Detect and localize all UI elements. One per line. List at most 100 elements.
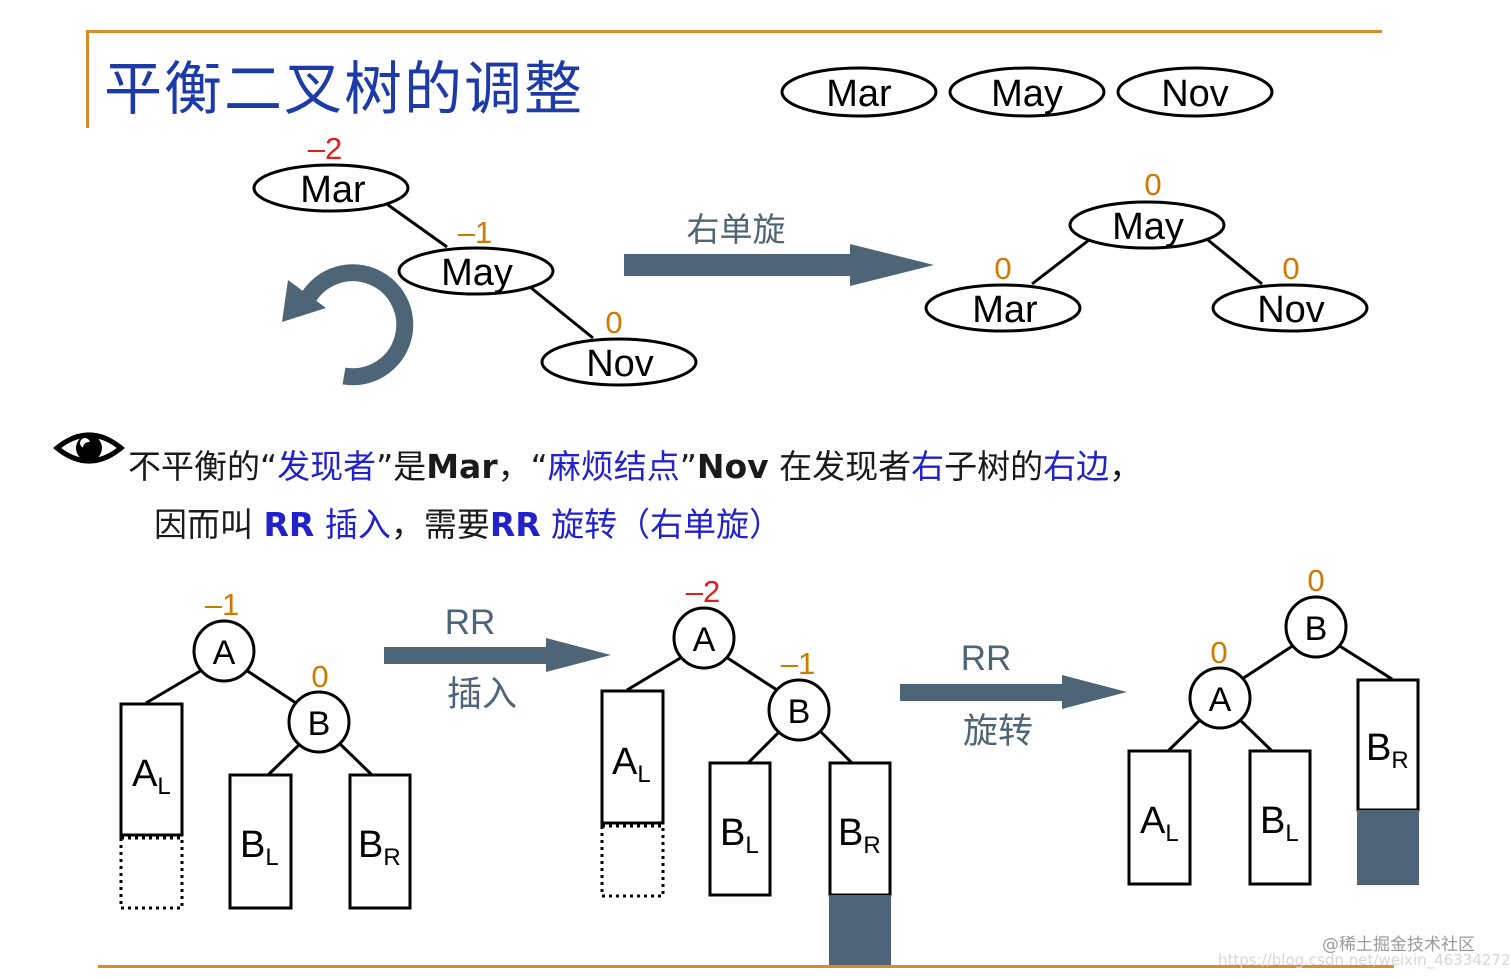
tree2-nov-balance: 0 bbox=[1282, 251, 1299, 286]
rr-insert-arrow bbox=[384, 638, 611, 672]
rr-rotate-label-2: 旋转 bbox=[963, 712, 1033, 751]
exp-finder: 发现者 bbox=[277, 447, 377, 486]
d3-node-a: A bbox=[1188, 666, 1252, 730]
explanation-line-2: 因而叫 RR 插入，需要RR 旋转（右单旋） bbox=[154, 498, 782, 546]
d2-subtree-al bbox=[600, 689, 665, 825]
sequence-nov: Nov bbox=[1116, 66, 1274, 118]
d2-node-b: B bbox=[767, 678, 831, 742]
d1-a-label: A bbox=[213, 634, 236, 672]
edge-may-nov-right bbox=[1207, 238, 1263, 286]
tree2-may-balance: 0 bbox=[1144, 167, 1161, 202]
tree1-mar-balance: –2 bbox=[308, 131, 342, 166]
right-rotation-label: 右单旋 bbox=[687, 211, 786, 248]
tree1-node-may: May bbox=[397, 246, 555, 296]
sequence-nov-label: Nov bbox=[1161, 73, 1229, 115]
tree1-node-mar: Mar bbox=[252, 163, 410, 213]
sequence-mar: Mar bbox=[780, 66, 938, 118]
exp-trouble-node: 麻烦结点 bbox=[547, 447, 680, 486]
edge-may-mar bbox=[1031, 238, 1090, 286]
tree1-node-nov: Nov bbox=[540, 337, 698, 387]
d1-node-b: B bbox=[287, 690, 351, 754]
edge-mar-may bbox=[383, 200, 448, 249]
d2-subtree-br bbox=[828, 761, 892, 897]
exp-line2-b: 插入 bbox=[314, 505, 391, 544]
d3-inserted-node-block bbox=[1357, 810, 1419, 885]
exp-text-6: 子树的 bbox=[944, 447, 1044, 486]
d1-bl-label: BL bbox=[240, 824, 279, 871]
tree2-mar-balance: 0 bbox=[994, 251, 1011, 286]
exp-line2-a: 因而叫 bbox=[154, 505, 264, 544]
d1-subtree-al-placeholder bbox=[119, 836, 184, 910]
d2-subtree-al-placeholder bbox=[600, 824, 665, 898]
d3-b-balance: 0 bbox=[1307, 563, 1324, 598]
tree2-node-mar: Mar bbox=[924, 283, 1082, 333]
tree2-nov-label: Nov bbox=[1257, 289, 1325, 331]
exp-text-5: 在发现者 bbox=[768, 447, 912, 486]
rr-rotate-arrow bbox=[900, 675, 1127, 709]
d3-bl-label: BL bbox=[1260, 800, 1299, 847]
page-title: 平衡二叉树的调整 bbox=[104, 55, 585, 123]
d1-b-balance: 0 bbox=[311, 659, 328, 694]
exp-text-3: ，“ bbox=[497, 447, 548, 486]
rr-insert-label-2: 插入 bbox=[447, 675, 517, 714]
exp-text-1: 不平衡的“ bbox=[128, 447, 278, 486]
d3-a-label: A bbox=[1209, 681, 1232, 719]
explanation-line-1: 不平衡的“发现者”是Mar，“麻烦结点”Nov 在发现者右子树的右边， bbox=[128, 440, 1142, 488]
bottom-rule bbox=[98, 965, 1394, 968]
tree2-may-label: May bbox=[1112, 206, 1184, 248]
d1-subtree-al bbox=[119, 702, 184, 837]
sequence-may: May bbox=[948, 66, 1106, 118]
eye-icon bbox=[53, 432, 125, 464]
tree2-node-nov: Nov bbox=[1211, 283, 1369, 333]
exp-text-7: ， bbox=[1109, 447, 1143, 486]
tree1-may-balance: –1 bbox=[458, 215, 492, 250]
d3-br-label: BR bbox=[1366, 727, 1409, 774]
left-rule bbox=[86, 30, 89, 128]
d2-br-label: BR bbox=[838, 812, 881, 859]
d1-b-label: B bbox=[308, 705, 331, 743]
d1-subtree-br bbox=[348, 773, 412, 910]
exp-text-4: ” bbox=[679, 447, 697, 486]
d3-subtree-bl bbox=[1248, 749, 1312, 886]
tree2-mar-label: Mar bbox=[972, 289, 1038, 331]
d2-inserted-node-block bbox=[829, 895, 891, 968]
top-rule bbox=[86, 30, 1382, 33]
tree1-nov-label: Nov bbox=[586, 343, 654, 385]
d3-b-label: B bbox=[1305, 610, 1328, 648]
d3-al-label: AL bbox=[1140, 800, 1179, 847]
d2-subtree-bl bbox=[708, 761, 772, 897]
exp-rr-1: RR bbox=[263, 505, 315, 544]
rr-rotate-label-1: RR bbox=[961, 639, 1012, 678]
d1-br-label: BR bbox=[358, 824, 401, 871]
exp-rr-2: RR bbox=[489, 505, 541, 544]
exp-line2-c: ，需要 bbox=[390, 505, 490, 544]
d1-subtree-bl bbox=[228, 773, 293, 910]
exp-right-2: 右边 bbox=[1043, 447, 1110, 486]
d1-a-balance: –1 bbox=[205, 587, 239, 622]
d1-node-a: A bbox=[192, 619, 256, 683]
d2-a-label: A bbox=[693, 621, 716, 659]
watermark: @稀土掘金技术社区 bbox=[1322, 935, 1475, 955]
watermark-url: https://blog.csdn.net/weixin_46334272 bbox=[1218, 951, 1511, 969]
exp-line2-d: 旋转（右单旋） bbox=[540, 505, 783, 544]
exp-mar: Mar bbox=[426, 447, 498, 486]
d2-bl-label: BL bbox=[720, 812, 759, 859]
rotate-arrow-icon bbox=[282, 264, 414, 386]
d2-al-label: AL bbox=[612, 741, 651, 788]
d2-node-a: A bbox=[672, 606, 736, 670]
sequence-mar-label: Mar bbox=[826, 73, 892, 115]
d2-a-balance: –2 bbox=[686, 574, 720, 609]
edge-may-nov bbox=[529, 285, 594, 340]
d1-al-label: AL bbox=[132, 753, 171, 800]
exp-right-1: 右 bbox=[911, 447, 945, 486]
tree1-mar-label: Mar bbox=[300, 169, 366, 211]
rr-insert-label-1: RR bbox=[445, 603, 496, 642]
exp-text-2: ”是 bbox=[376, 447, 427, 486]
d3-subtree-br bbox=[1356, 678, 1420, 812]
d2-b-label: B bbox=[788, 693, 811, 731]
d3-node-b: B bbox=[1284, 595, 1348, 659]
exp-nov: Nov bbox=[696, 447, 769, 486]
d3-subtree-al bbox=[1127, 749, 1192, 886]
sequence-may-label: May bbox=[991, 73, 1063, 115]
d3-a-balance: 0 bbox=[1210, 635, 1227, 670]
